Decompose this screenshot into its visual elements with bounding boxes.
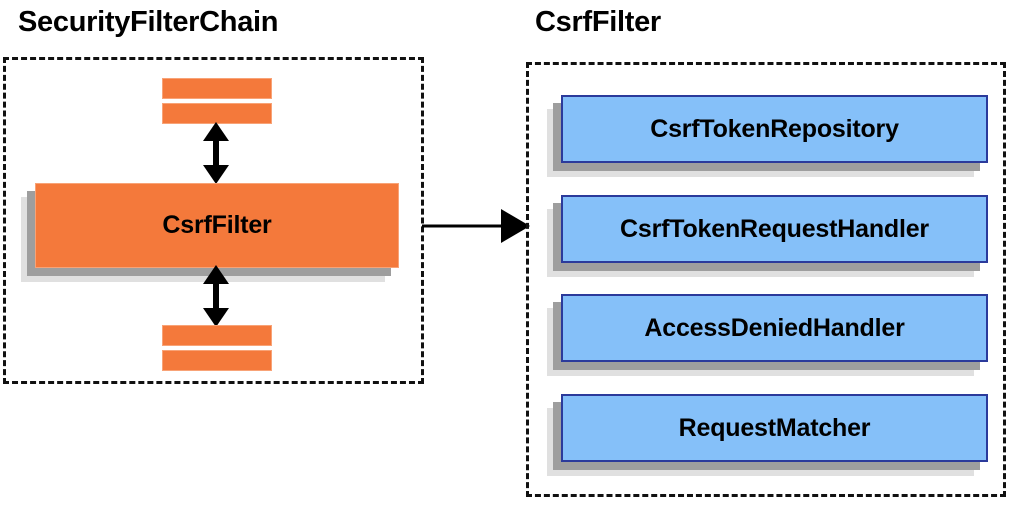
node-access-denied-handler[interactable]: AccessDeniedHandler (547, 294, 988, 376)
filter-bar-below-1 (162, 325, 272, 346)
node-label-csrf-token-repository: CsrfTokenRepository (650, 114, 899, 143)
panel-title-csrf-filter: CsrfFilter (535, 6, 661, 38)
node-label-access-denied-handler: AccessDeniedHandler (644, 313, 905, 342)
node-label-request-matcher: RequestMatcher (678, 413, 871, 442)
node-csrf-filter[interactable]: CsrfFilter (21, 183, 399, 282)
filter-bar-above-2 (162, 103, 272, 124)
double-arrow-above-csrf-filter (202, 122, 230, 184)
node-csrf-token-repository[interactable]: CsrfTokenRepository (547, 95, 988, 177)
security-filter-chain-container (3, 57, 424, 384)
node-face: CsrfTokenRepository (561, 95, 988, 163)
filter-bar-below-2 (162, 350, 272, 371)
node-face: CsrfFilter (35, 183, 399, 268)
node-request-matcher[interactable]: RequestMatcher (547, 394, 988, 476)
csrf-filter-container (526, 62, 1006, 497)
double-arrow-below-csrf-filter (202, 265, 230, 327)
filter-bar-above-1 (162, 78, 272, 99)
node-label-csrf-filter: CsrfFilter (162, 211, 272, 239)
connector-arrow-chain-to-csrf (422, 209, 530, 243)
node-face: RequestMatcher (561, 394, 988, 462)
node-face: AccessDeniedHandler (561, 294, 988, 362)
panel-title-security-filter-chain: SecurityFilterChain (18, 6, 279, 38)
node-label-csrf-token-request-handler: CsrfTokenRequestHandler (620, 214, 929, 243)
node-csrf-token-request-handler[interactable]: CsrfTokenRequestHandler (547, 195, 988, 277)
node-face: CsrfTokenRequestHandler (561, 195, 988, 263)
